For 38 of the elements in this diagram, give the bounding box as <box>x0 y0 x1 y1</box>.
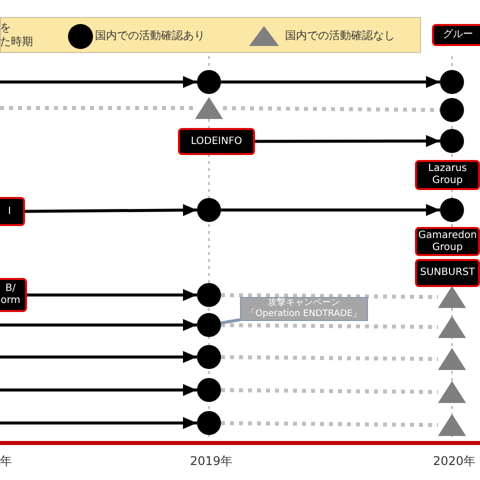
arrow <box>24 204 198 216</box>
dotted-line <box>220 355 438 361</box>
triangle-marker <box>438 348 466 370</box>
dotted-line <box>222 106 440 112</box>
arrow <box>0 417 197 429</box>
triangle-marker <box>195 97 223 119</box>
triangle-marker <box>438 414 466 436</box>
triangle-marker <box>438 316 466 338</box>
dotted-line <box>220 388 438 394</box>
triangle-marker <box>438 381 466 403</box>
dotted-line <box>220 293 438 299</box>
dotted-line <box>220 421 438 427</box>
year-label: 2019年 <box>190 453 233 470</box>
label-box: グルー <box>432 24 480 46</box>
arrow <box>0 384 197 396</box>
label-box: Gamaredon Group <box>415 227 480 256</box>
label-box: B/ orm <box>0 278 27 312</box>
label-box: I <box>0 197 25 226</box>
label-box: LODEINFO <box>178 128 255 155</box>
arrow <box>255 135 440 148</box>
legend-text: 国内での活動確認なし <box>285 28 395 44</box>
arrow <box>0 351 197 363</box>
callout-box: 攻撃キャンペーン「Operation ENDTRADE」 <box>240 297 368 321</box>
arrow <box>0 319 197 331</box>
arrow <box>221 204 440 216</box>
legend-text: を <box>0 20 11 36</box>
arrow <box>221 76 440 88</box>
year-label: 2020年 <box>433 453 476 470</box>
legend-text: た時期 <box>0 34 33 50</box>
arrow <box>27 289 197 301</box>
label-box: SUNBURST <box>415 259 480 287</box>
dotted-line <box>0 106 195 110</box>
triangle-marker <box>438 286 466 308</box>
legend-text: 国内での活動確認あり <box>95 28 205 44</box>
dotted-line <box>220 323 438 329</box>
label-box: Lazarus Group <box>415 160 480 190</box>
year-label: 年 <box>0 453 12 470</box>
arrow <box>0 76 197 88</box>
